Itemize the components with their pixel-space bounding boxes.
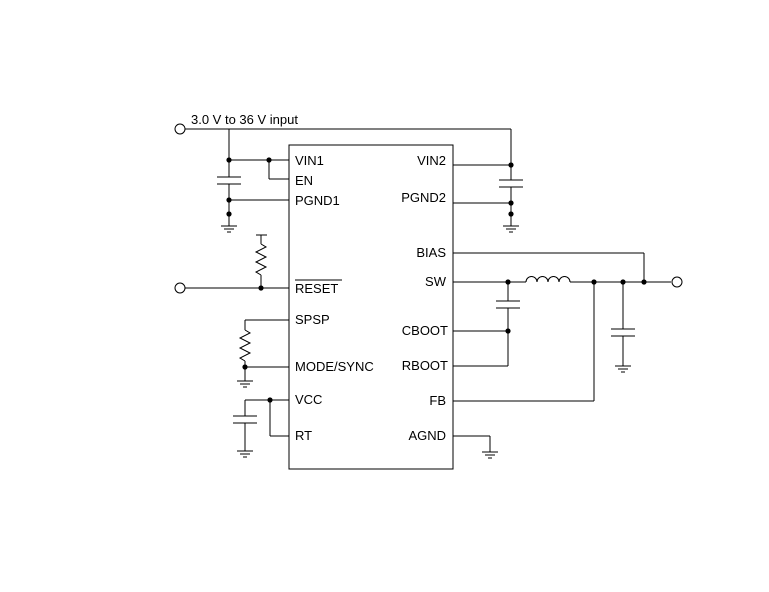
pin-label-en: EN [295,173,313,188]
pgnd1-net [226,197,289,217]
reset-pullup-resistor [254,234,268,288]
pin-label-rboot: RBOOT [402,358,448,373]
pin-label-mode-sync: MODE/SYNC [295,359,374,374]
pin-label-vin1: VIN1 [295,153,324,168]
pin-label-agnd: AGND [408,428,446,443]
pin-label-rt: RT [295,428,312,443]
input-label: 3.0 V to 36 V input [191,112,298,127]
pin-label-bias: BIAS [416,245,446,260]
pin-label-reset: RESET [295,281,338,296]
output-inductor [525,276,571,283]
vcc-capacitor [233,397,289,451]
ground-icon [615,365,631,373]
fb-net [453,282,595,402]
input-capacitor-left [217,160,241,226]
bias-net [453,252,645,282]
output-terminal [671,276,683,288]
pin-label-vin2: VIN2 [417,153,446,168]
pin-label-pgnd1: PGND1 [295,193,340,208]
pin-label-cboot: CBOOT [402,323,448,338]
agnd-net [453,435,491,452]
output-net [570,276,683,288]
ground-icon [237,380,253,388]
pin-label-spsp: SPSP [295,312,330,327]
output-capacitor [611,282,635,366]
reset-net [174,282,289,294]
ground-icon [237,450,253,458]
pin-label-vcc: VCC [295,392,322,407]
input-terminal [174,123,186,135]
boot-capacitor [453,282,520,367]
input-capacitor-right [453,162,523,226]
ground-icon [221,225,237,233]
ground-icon [482,451,498,459]
pin-label-pgnd2: PGND2 [401,190,446,205]
pin-label-fb: FB [429,393,446,408]
reset-terminal [174,282,186,294]
sw-net [453,279,526,285]
ic-body [288,144,454,470]
spsp-resistor [238,319,289,381]
pin-label-sw: SW [425,274,447,289]
ground-icon [503,225,519,233]
